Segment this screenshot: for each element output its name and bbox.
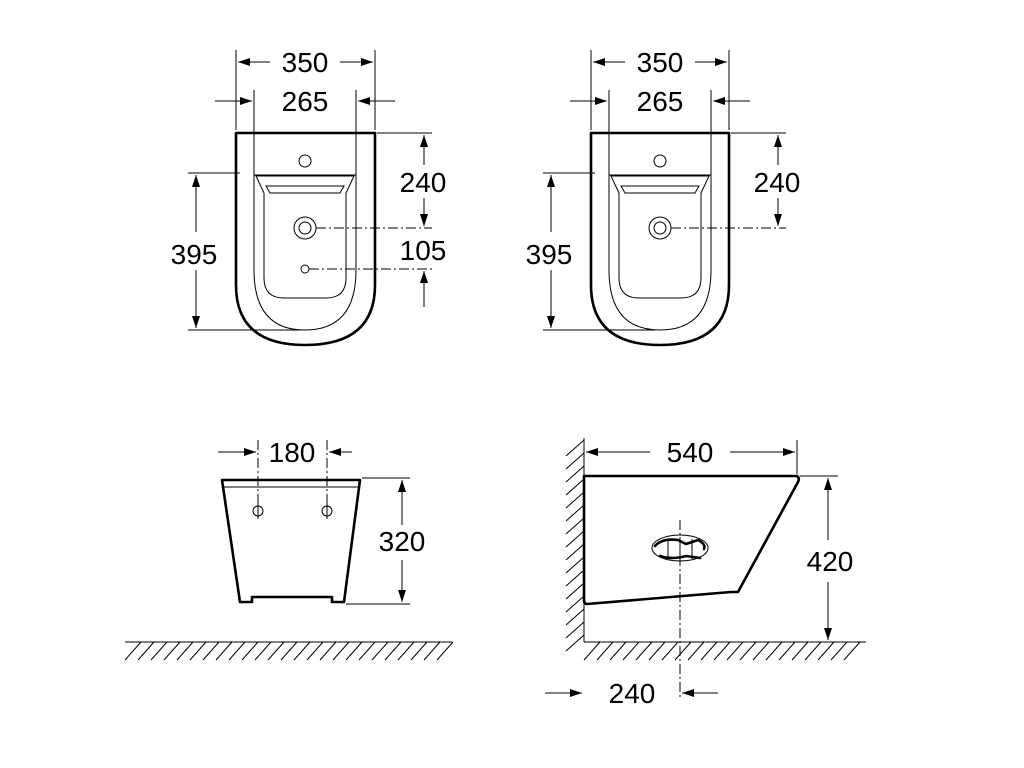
plan-view-right: 350 265 395 240 <box>526 47 801 347</box>
dim-265: 265 <box>637 86 684 117</box>
tap-hole <box>653 154 667 168</box>
dim-350: 350 <box>282 47 329 78</box>
inner-basin <box>610 175 710 299</box>
side-view: 540 420 240 <box>545 437 866 709</box>
dim-240: 240 <box>754 167 801 198</box>
drain-outer <box>293 216 317 240</box>
dim-420: 420 <box>807 546 854 577</box>
inner-rim <box>253 174 357 331</box>
wall-hatch <box>565 439 585 652</box>
drain-inner <box>298 221 312 235</box>
inner-rim <box>608 174 712 331</box>
dim-395: 395 <box>526 239 573 270</box>
plan-view-left: 350 265 395 240 105 <box>171 47 447 347</box>
dim-395: 395 <box>171 239 218 270</box>
dim-240: 240 <box>400 167 447 198</box>
drain-inner <box>653 221 667 235</box>
dim-240-waste: 240 <box>609 678 656 709</box>
floor-hatch <box>124 641 454 661</box>
dim-265: 265 <box>282 86 329 117</box>
overflow-hole <box>300 264 310 274</box>
floor-hatch <box>583 641 861 661</box>
drain-outer <box>648 216 672 240</box>
bowl-outline <box>589 131 731 347</box>
dim-350: 350 <box>637 47 684 78</box>
inner-basin <box>255 175 355 299</box>
side-outline <box>582 474 801 606</box>
tap-hole <box>298 154 312 168</box>
dim-180: 180 <box>269 437 316 468</box>
dim-105: 105 <box>400 235 447 266</box>
dim-320: 320 <box>379 526 426 557</box>
dim-540: 540 <box>667 437 714 468</box>
front-view: 180 320 <box>124 437 454 661</box>
front-outline <box>220 478 362 604</box>
bowl-outline <box>234 131 377 347</box>
